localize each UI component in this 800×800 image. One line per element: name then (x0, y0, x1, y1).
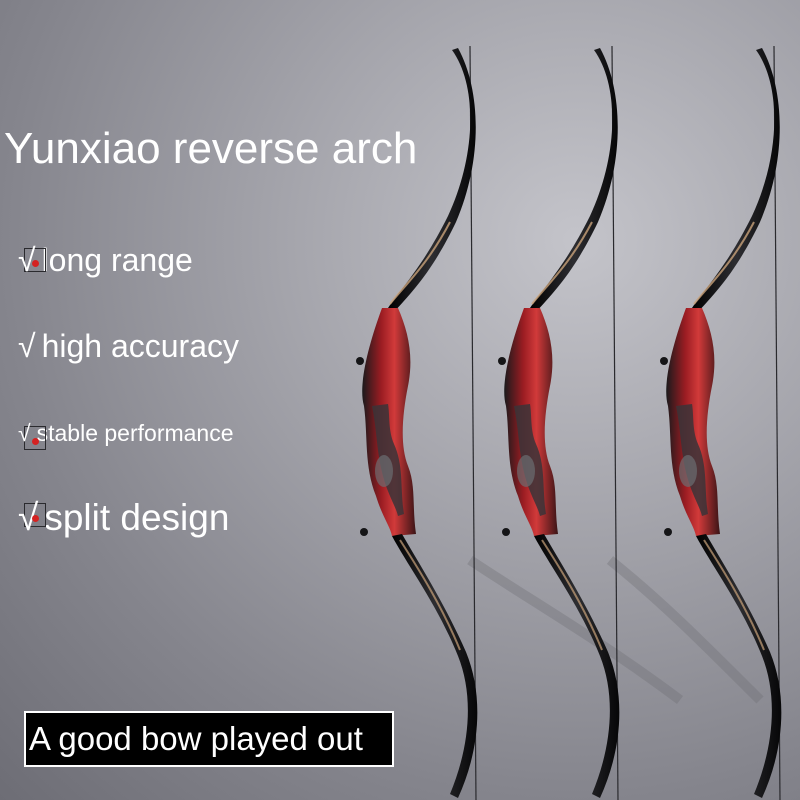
bow-middle (497, 45, 621, 800)
checkmark-icon: √ (18, 328, 36, 364)
feature-label: high accuracy (41, 328, 239, 364)
feature-long-range: √ long range (18, 242, 193, 279)
feature-label: long range (41, 242, 193, 278)
feature-split-design: √ split design (18, 497, 229, 539)
checkmark-icon: √ (18, 242, 46, 279)
page-title: Yunxiao reverse arch (4, 124, 418, 173)
bow-right (659, 45, 783, 800)
feature-label: split design (44, 497, 230, 538)
feature-label: stable performance (36, 420, 234, 446)
feature-high-accuracy: √ high accuracy (18, 328, 239, 365)
tagline-banner: A good bow played out (24, 711, 394, 767)
checkmark-icon: √ (18, 497, 46, 539)
feature-stable-performance: √ stable performance (18, 420, 234, 450)
checkmark-icon: √ (18, 420, 46, 450)
